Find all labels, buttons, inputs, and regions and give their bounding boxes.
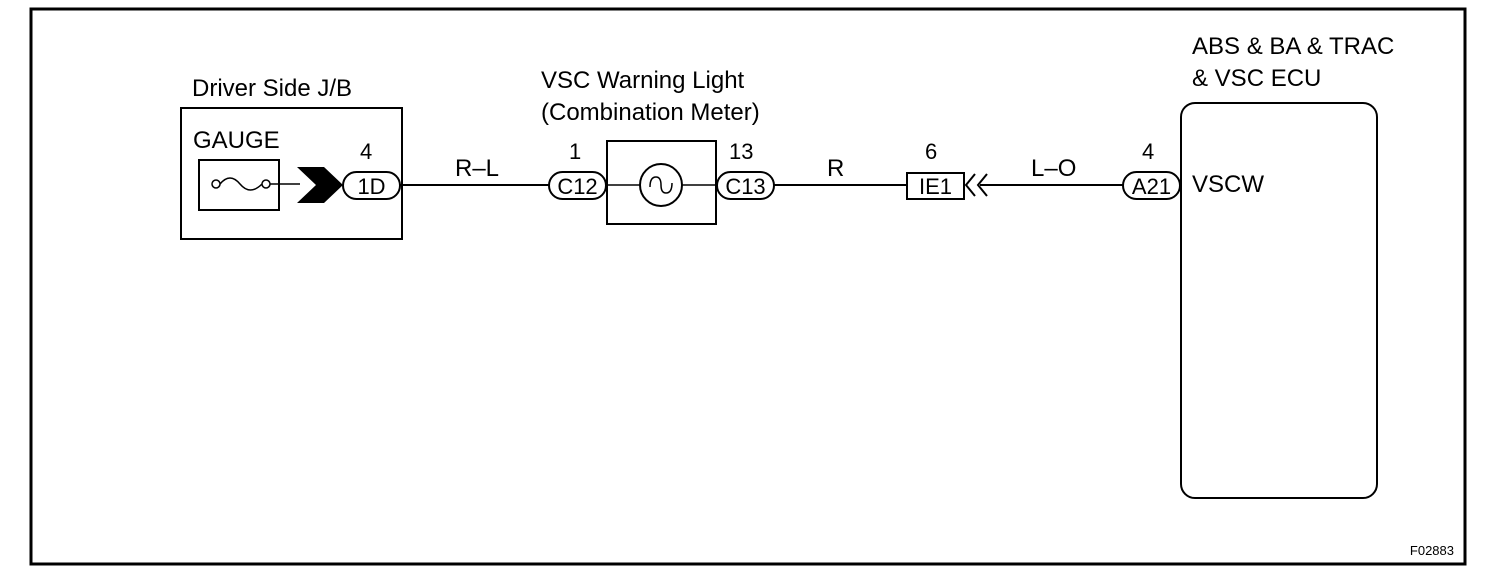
ecu: ABS & BA & TRAC & VSC ECU 4 A21 VSCW [1122, 33, 1394, 499]
wire-color-r-l: R–L [455, 155, 499, 182]
figure-code: F02883 [1410, 543, 1454, 558]
connector-1d-label: 1D [357, 174, 385, 199]
connector-ie1-label: IE1 [919, 174, 952, 199]
bulb-filament-icon [649, 176, 673, 194]
jb-box [180, 107, 403, 240]
warning-light-subtitle: (Combination Meter) [541, 99, 760, 126]
connector-c12 [548, 171, 607, 200]
combination-meter-box [606, 140, 717, 225]
warning-light: VSC Warning Light (Combination Meter) 1 … [541, 67, 775, 225]
open-chevron-2-icon [976, 173, 988, 197]
ecu-pin-number: 4 [1142, 139, 1154, 164]
wire-color-r: R [827, 155, 844, 182]
light-pin-in: 1 [569, 139, 581, 164]
fuse-terminal-right-icon [261, 179, 271, 189]
connector-ie1 [906, 172, 965, 200]
open-chevron-1-icon [964, 173, 976, 197]
connector-c13-label: C13 [725, 174, 765, 199]
ecu-subtitle: & VSC ECU [1192, 65, 1321, 92]
junction-box: Driver Side J/B GAUGE 4 1D [180, 75, 403, 240]
fuse-terminal-left-icon [211, 179, 221, 189]
chevron-connector-icon [297, 167, 343, 203]
fuse-element-icon [219, 177, 263, 191]
connector-a21-label: A21 [1132, 174, 1171, 199]
ie1-pin-number: 6 [925, 139, 937, 164]
fuse-icon [198, 159, 280, 211]
connector-a21 [1122, 171, 1181, 200]
connector-c12-label: C12 [557, 174, 597, 199]
ecu-terminal-label: VSCW [1192, 171, 1264, 198]
junction-connector: 6 IE1 [906, 139, 988, 200]
warning-light-title: VSC Warning Light [541, 67, 745, 94]
diagram-frame [29, 7, 1467, 566]
wire-color-l-o: L–O [1031, 155, 1076, 182]
jb-pin-number: 4 [360, 139, 372, 164]
jb-title: Driver Side J/B [192, 75, 352, 102]
ecu-title: ABS & BA & TRAC [1192, 33, 1394, 60]
ecu-box [1180, 102, 1378, 499]
light-pin-out: 13 [729, 139, 753, 164]
fuse-label: GAUGE [193, 127, 280, 154]
